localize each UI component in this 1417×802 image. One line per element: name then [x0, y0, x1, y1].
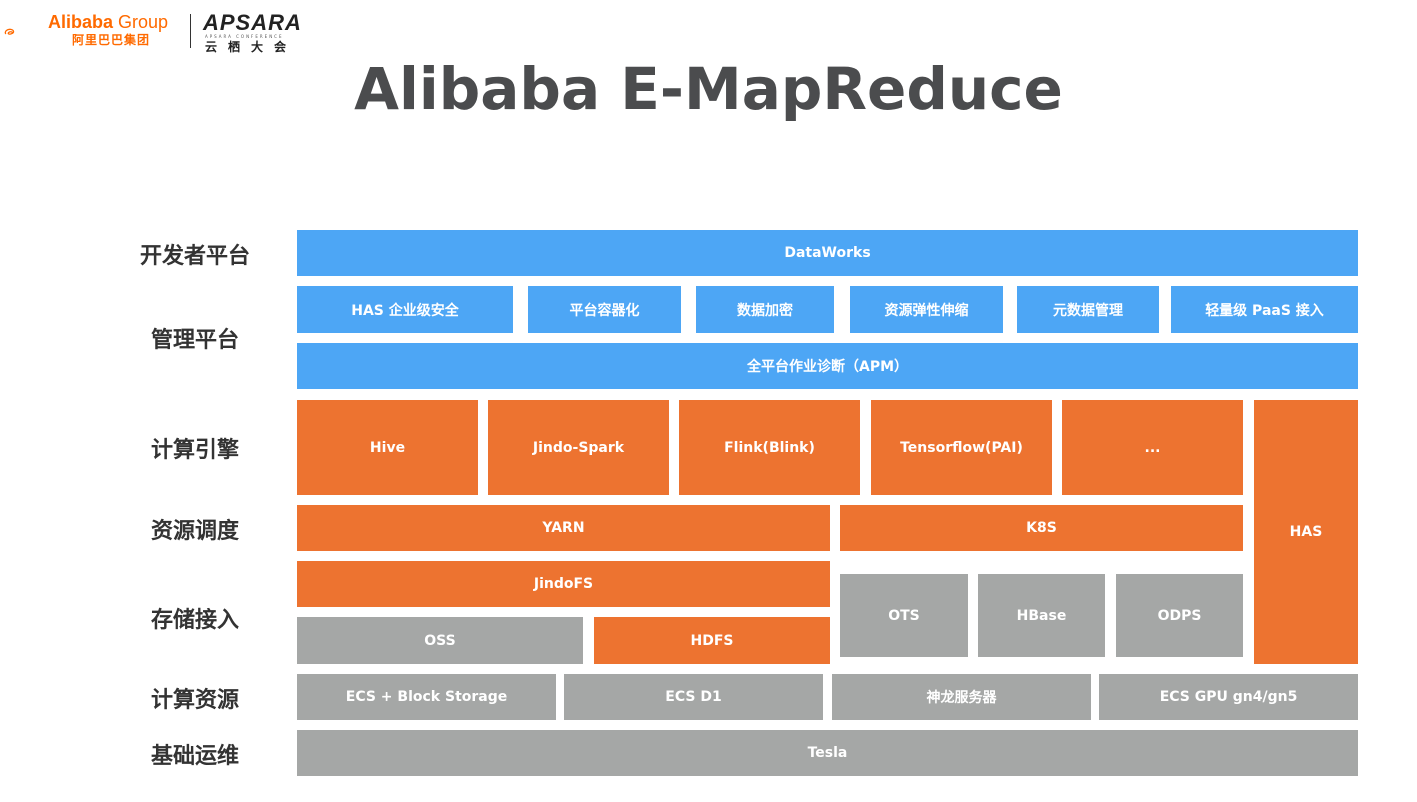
- box-ecs-gpu: ECS GPU gn4/gn5: [1099, 674, 1358, 720]
- box-k8s: K8S: [840, 505, 1243, 551]
- alibaba-wordmark: Alibaba Group: [48, 12, 168, 33]
- box-has-security: HAS 企业级安全: [297, 286, 513, 333]
- box-ots: OTS: [840, 574, 968, 657]
- apsara-logo: APSARA APSARA CONFERENCE 云栖大会: [203, 10, 313, 54]
- logo-group-text: Group: [113, 12, 169, 32]
- apsara-chinese-name: 云栖大会: [205, 40, 298, 54]
- box-ecs-block-storage: ECS + Block Storage: [297, 674, 556, 720]
- box-oss: OSS: [297, 617, 583, 664]
- box-containerize: 平台容器化: [528, 286, 681, 333]
- alibaba-chinese-name: 阿里巴巴集团: [72, 33, 151, 47]
- row-label-ops: 基础运维: [150, 744, 239, 769]
- apsara-wordmark: APSARA: [203, 10, 302, 35]
- box-ecs-d1: ECS D1: [564, 674, 823, 720]
- box-has: HAS: [1254, 400, 1358, 664]
- box-tensorflow: Tensorflow(PAI): [871, 400, 1052, 495]
- row-label-compute-engine: 计算引擎: [150, 438, 239, 463]
- box-shenlong: 神龙服务器: [832, 674, 1091, 720]
- box-hbase: HBase: [978, 574, 1105, 657]
- box-flink: Flink(Blink): [679, 400, 860, 495]
- box-jindofs: JindoFS: [297, 561, 830, 607]
- box-hdfs: HDFS: [594, 617, 830, 664]
- box-yarn: YARN: [297, 505, 830, 551]
- box-hive: Hive: [297, 400, 478, 495]
- box-tesla: Tesla: [297, 730, 1358, 776]
- box-jindo-spark: Jindo-Spark: [488, 400, 669, 495]
- logo-en-text: Alibaba: [48, 12, 114, 32]
- box-odps: ODPS: [1116, 574, 1243, 657]
- row-label-storage: 存储接入: [150, 608, 239, 633]
- box-paas: 轻量级 PaaS 接入: [1171, 286, 1358, 333]
- alibaba-logo-icon: [4, 28, 15, 35]
- box-metadata: 元数据管理: [1017, 286, 1159, 333]
- box-dataworks: DataWorks: [297, 230, 1358, 276]
- page-title: Alibaba E-MapReduce: [354, 55, 1063, 123]
- box-apm: 全平台作业诊断（APM）: [297, 343, 1358, 389]
- row-label-compute-resource: 计算资源: [150, 688, 239, 713]
- box-more: ...: [1062, 400, 1243, 495]
- box-encryption: 数据加密: [696, 286, 834, 333]
- box-elastic-scaling: 资源弹性伸缩: [850, 286, 1003, 333]
- row-label-developer: 开发者平台: [139, 244, 250, 269]
- logo-divider: [190, 14, 191, 48]
- row-label-management: 管理平台: [150, 328, 239, 353]
- row-label-scheduling: 资源调度: [150, 519, 239, 544]
- apsara-subtitle: APSARA CONFERENCE: [205, 34, 284, 39]
